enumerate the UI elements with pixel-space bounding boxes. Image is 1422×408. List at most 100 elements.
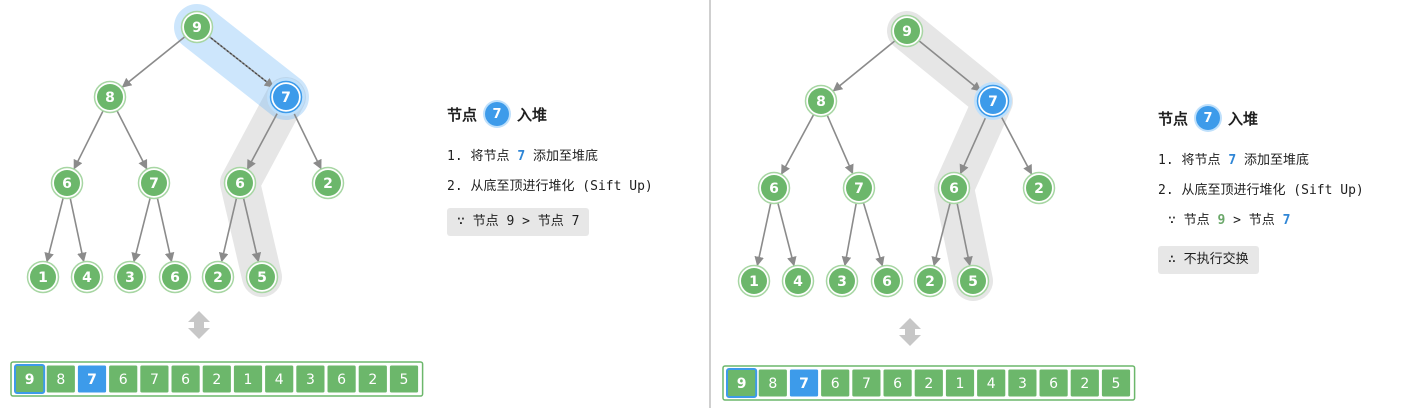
step-2: 2. 从底至顶进行堆化 (Sift Up) bbox=[447, 179, 653, 194]
array-cell: 6 bbox=[108, 364, 139, 394]
tree-edge bbox=[246, 108, 281, 170]
compare-mid: 节点 bbox=[537, 214, 564, 229]
array-cell-value: 6 bbox=[181, 372, 190, 388]
array-cell-value: 6 bbox=[893, 376, 902, 392]
tree-node: 2 bbox=[311, 166, 345, 200]
array-cell: 3 bbox=[1007, 368, 1038, 398]
step-1-prefix: 1. 将节点 bbox=[1158, 153, 1221, 168]
tree-node-value: 6 bbox=[882, 274, 892, 290]
step-title: 节点 7 入堆 bbox=[1158, 104, 1364, 132]
array-cell: 6 bbox=[882, 368, 913, 398]
tree-edge bbox=[825, 113, 854, 175]
array-cell-value: 2 bbox=[212, 372, 221, 388]
tree-node-value: 4 bbox=[82, 270, 92, 286]
step-1-value: 7 bbox=[1228, 153, 1237, 168]
array-cell-value: 1 bbox=[244, 372, 253, 388]
tree-node-value: 7 bbox=[854, 181, 864, 197]
tree-node-value: 2 bbox=[925, 274, 935, 290]
array-cell: 8 bbox=[757, 368, 788, 398]
array-cell-value: 5 bbox=[1112, 376, 1121, 392]
array-cell-value: 6 bbox=[1049, 376, 1058, 392]
tree-node-value: 2 bbox=[1034, 181, 1044, 197]
compare-prefix: ∵ 节点 bbox=[1168, 213, 1210, 228]
compare-left-value: 9 bbox=[506, 214, 515, 229]
tree-node: 2 bbox=[201, 260, 235, 294]
array-cell-value: 7 bbox=[799, 376, 809, 392]
tree-array-arrow-icon bbox=[188, 311, 210, 339]
tree-edge bbox=[156, 196, 175, 263]
tree-node: 6 bbox=[757, 171, 791, 205]
array-cell-value: 2 bbox=[924, 376, 933, 392]
compare-mid: 节点 bbox=[1248, 213, 1275, 228]
array-cell: 9 bbox=[726, 368, 758, 398]
left-explanation: 节点 7 入堆 1. 将节点 7 添加至堆底 2. 从底至顶进行堆化 (Sift… bbox=[447, 100, 653, 236]
tree-edge bbox=[931, 201, 952, 267]
array-cell: 2 bbox=[201, 364, 232, 394]
tree-edge bbox=[73, 109, 105, 170]
tree-edge bbox=[841, 201, 858, 267]
tree-node: 5 bbox=[245, 260, 279, 294]
tree-node-value: 9 bbox=[192, 20, 202, 36]
tree-edge bbox=[917, 39, 982, 92]
compare-prefix: ∵ 节点 bbox=[457, 214, 499, 229]
step-list: 1. 将节点 7 添加至堆底 2. 从底至顶进行堆化 (Sift Up) ∵ 节… bbox=[447, 142, 653, 236]
title-prefix: 节点 bbox=[1158, 109, 1189, 128]
array-cell: 7 bbox=[788, 368, 820, 398]
conclusion-note: ∴ 不执行交换 bbox=[1158, 246, 1259, 274]
tree-node-value: 3 bbox=[837, 274, 847, 290]
step-list: 1. 将节点 7 添加至堆底 2. 从底至顶进行堆化 (Sift Up) ∵ 节… bbox=[1158, 146, 1364, 274]
tree-edge bbox=[754, 201, 772, 267]
title-suffix: 入堆 bbox=[517, 105, 548, 124]
array-cell-value: 6 bbox=[119, 372, 128, 388]
tree-node: 7 bbox=[974, 82, 1012, 120]
array-cell-value: 7 bbox=[87, 372, 97, 388]
tree-node: 6 bbox=[937, 171, 971, 205]
array-cell-value: 5 bbox=[400, 372, 409, 388]
tree-edge bbox=[121, 35, 187, 88]
step-title: 节点 7 入堆 bbox=[447, 100, 653, 128]
array-cell: 2 bbox=[913, 368, 944, 398]
tree-node: 7 bbox=[267, 78, 305, 116]
tree-node: 7 bbox=[842, 171, 876, 205]
compare-right-value: 7 bbox=[1282, 213, 1291, 228]
tree-edge bbox=[218, 196, 238, 263]
tree-node: 4 bbox=[70, 260, 104, 294]
array-cell: 5 bbox=[388, 364, 420, 394]
array-cell: 1 bbox=[944, 368, 976, 398]
compare-left-value: 9 bbox=[1217, 213, 1226, 228]
tree-node-value: 4 bbox=[793, 274, 803, 290]
step-1-suffix: 添加至堆底 bbox=[1243, 153, 1309, 168]
tree-node-value: 2 bbox=[213, 270, 223, 286]
node-badge: 7 bbox=[485, 102, 510, 126]
tree-node-value: 7 bbox=[281, 90, 291, 106]
tree-node-value: 2 bbox=[323, 176, 333, 192]
tree-edge bbox=[780, 112, 816, 175]
array-cell: 7 bbox=[76, 364, 108, 394]
tree-node: 9 bbox=[180, 10, 214, 44]
tree-node: 6 bbox=[50, 166, 84, 200]
array-cell: 6 bbox=[820, 368, 851, 398]
tree-node: 9 bbox=[890, 14, 924, 48]
tree-node-value: 6 bbox=[62, 176, 72, 192]
compare-operator: > bbox=[522, 214, 530, 229]
array-cell-value: 9 bbox=[25, 372, 35, 388]
tree-node: 6 bbox=[223, 166, 257, 200]
array-cell-value: 4 bbox=[275, 372, 284, 388]
array-cell: 8 bbox=[45, 364, 76, 394]
array-cell-value: 3 bbox=[306, 372, 315, 388]
array-cell: 9 bbox=[14, 364, 46, 394]
step-1: 1. 将节点 7 添加至堆底 bbox=[1158, 146, 1364, 176]
step-2: 2. 从底至顶进行堆化 (Sift Up) bbox=[1158, 183, 1364, 198]
array-cell: 5 bbox=[1100, 368, 1132, 398]
array-cell: 1 bbox=[232, 364, 264, 394]
array-cell: 6 bbox=[326, 364, 357, 394]
tree-node: 2 bbox=[913, 264, 947, 298]
array-cell-value: 4 bbox=[987, 376, 996, 392]
tree-node-value: 6 bbox=[235, 176, 245, 192]
array-cell-value: 6 bbox=[831, 376, 840, 392]
tree-edge bbox=[776, 201, 797, 267]
tree-node: 6 bbox=[158, 260, 192, 294]
array-cell-value: 8 bbox=[56, 372, 65, 388]
